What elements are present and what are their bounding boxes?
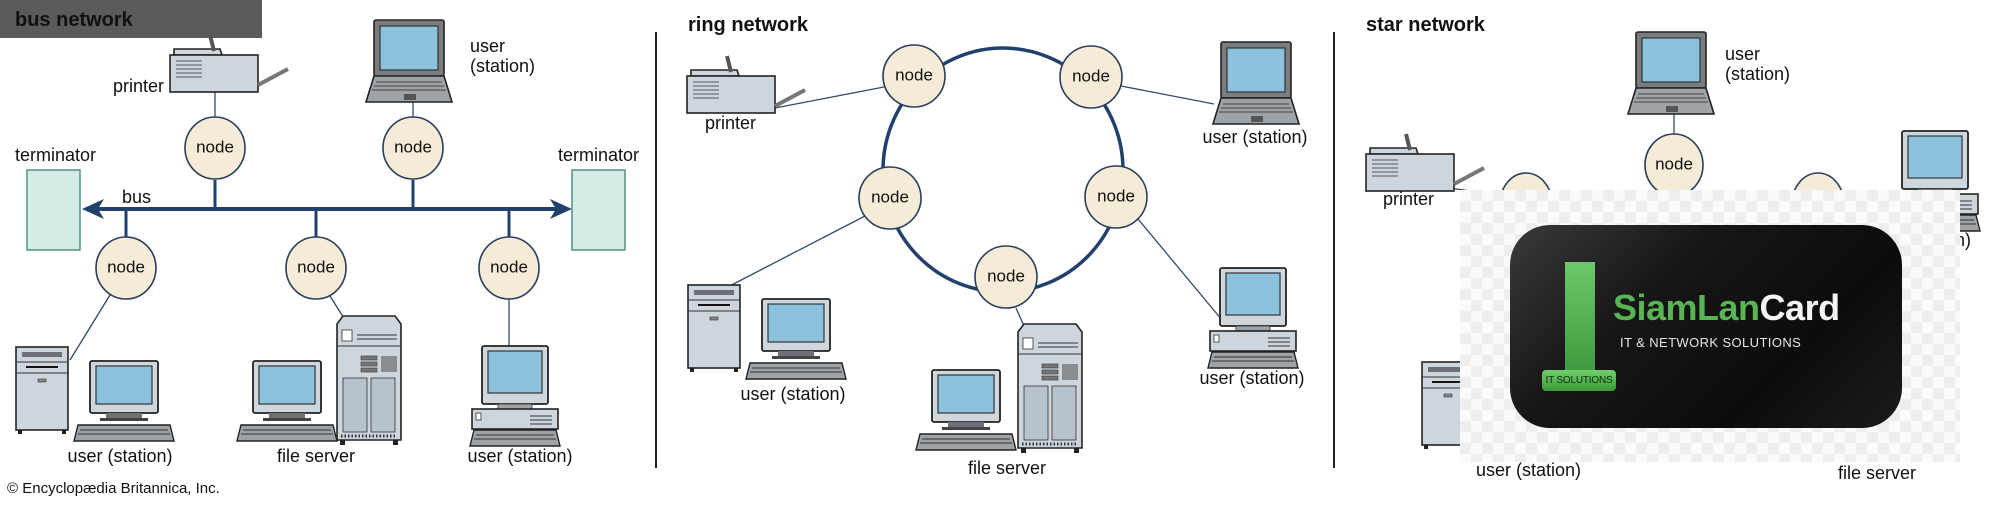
svg-text:node: node (196, 137, 234, 156)
printer-icon (685, 54, 807, 115)
terminator-right-label: terminator (558, 145, 639, 165)
laptop-icon (1212, 41, 1300, 125)
svg-text:node: node (871, 187, 909, 206)
user-label-line1: user (470, 36, 505, 56)
printer-icon (168, 33, 290, 94)
bus-network-title: bus network (15, 9, 133, 31)
file-server-label: file server (1838, 463, 1916, 483)
user-station-label: user (station) (1199, 368, 1304, 388)
ring-network-title: ring network (688, 14, 809, 36)
node: node (858, 166, 922, 230)
terminator-left (26, 169, 81, 251)
user-station-label: user (station) (1202, 127, 1307, 147)
terminator-left-label: terminator (15, 145, 96, 165)
svg-text:node: node (1097, 186, 1135, 205)
it-solutions-badge: IT SOLUTIONS (1542, 370, 1616, 391)
user-station-label: user (station) (740, 384, 845, 404)
brand-name-white: Card (1759, 287, 1841, 328)
desktop-pc-icon (1207, 267, 1299, 369)
user-station-label: user (station) (467, 446, 572, 466)
monitor-icon (236, 360, 338, 442)
svg-text:node: node (107, 257, 145, 276)
svg-text:node: node (1655, 154, 1693, 173)
file-server-label: file server (277, 446, 355, 466)
node: node (882, 44, 946, 108)
svg-text:node: node (297, 257, 335, 276)
node: node (974, 245, 1038, 309)
logo-green-bar (1565, 262, 1595, 374)
monitor-icon (915, 369, 1017, 451)
star-network-title: star network (1366, 14, 1486, 36)
node: node (1644, 133, 1704, 197)
ring-network-panel: ring network node node node node node pr… (685, 14, 1308, 478)
node: node (1059, 45, 1123, 109)
tower-pc-icon (15, 346, 69, 435)
node: node (1084, 165, 1148, 229)
svg-text:node: node (987, 266, 1025, 285)
user-station-label: user (station) (1476, 460, 1581, 480)
terminator-right (571, 169, 626, 251)
monitor-icon (745, 298, 847, 380)
brand-tagline: IT & NETWORK SOLUTIONS (1620, 335, 1802, 350)
laptop-icon (365, 19, 453, 103)
laptop-icon (1627, 31, 1715, 115)
bus-network-title-bar: bus network (0, 0, 262, 38)
monitor-icon (73, 360, 175, 442)
bus-label: bus (122, 187, 151, 207)
bus-arrow-right (550, 199, 572, 219)
node: node (184, 116, 246, 180)
copyright-notice: © Encyclopædia Britannica, Inc. (7, 480, 220, 497)
svg-text:node: node (490, 257, 528, 276)
bus-arrow-left (82, 199, 104, 219)
node: node (478, 236, 540, 300)
svg-text:node: node (394, 137, 432, 156)
desktop-pc-icon (469, 345, 561, 447)
node: node (285, 236, 347, 300)
advertisement-overlay[interactable]: IT SOLUTIONS SiamLanCard IT & NETWORK SO… (1460, 190, 1960, 462)
svg-text:node: node (895, 65, 933, 84)
brand-name-green: SiamLan (1613, 287, 1760, 328)
user-label-line2: (station) (1725, 64, 1790, 84)
siamlancard-logo-card[interactable]: IT SOLUTIONS SiamLanCard IT & NETWORK SO… (1510, 225, 1902, 428)
bus-network-panel: terminator terminator bus node node node… (15, 19, 639, 466)
user-label-line1: user (1725, 44, 1760, 64)
node: node (95, 236, 157, 300)
file-server-label: file server (968, 458, 1046, 478)
brand-name: SiamLanCard (1613, 287, 1840, 329)
printer-icon (1364, 132, 1486, 193)
svg-text:node: node (1072, 66, 1110, 85)
node: node (382, 116, 444, 180)
file-server-icon (335, 314, 403, 447)
file-server-icon (1016, 322, 1084, 455)
printer-label: printer (705, 113, 756, 133)
printer-label: printer (1383, 189, 1434, 209)
user-station-label: user (station) (67, 446, 172, 466)
user-label-line2: (station) (470, 56, 535, 76)
printer-label: printer (113, 76, 164, 96)
tower-pc-icon (687, 284, 741, 373)
